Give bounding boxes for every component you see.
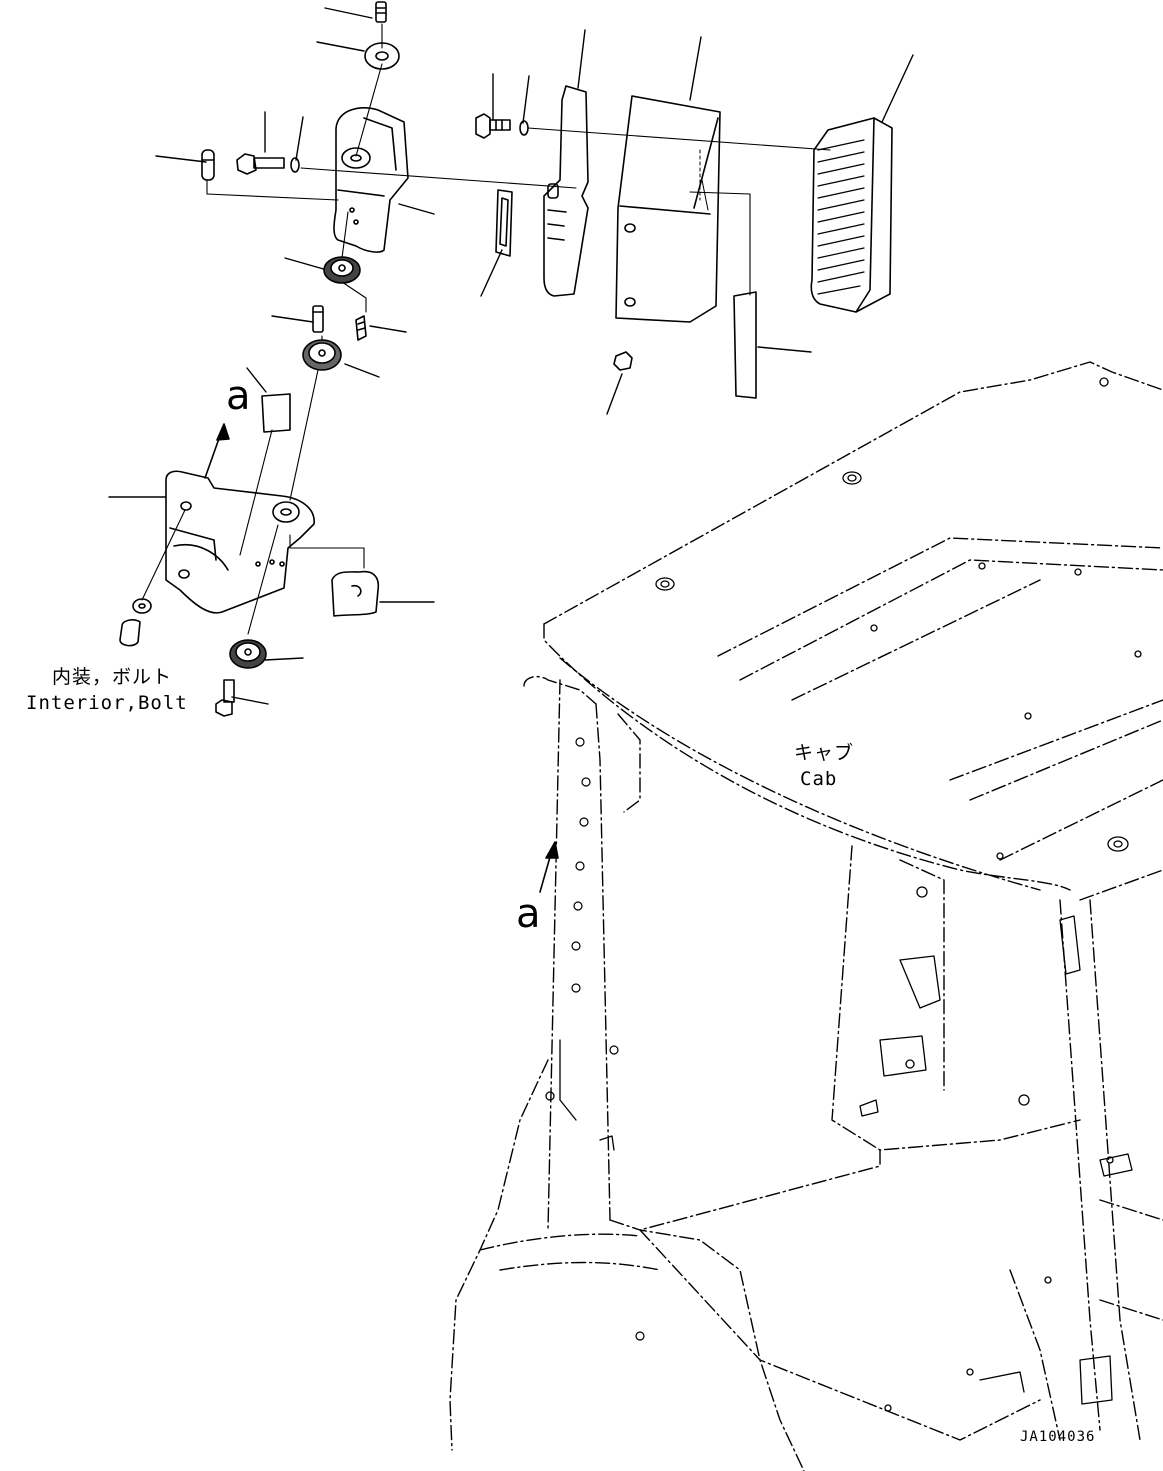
grommet-upper — [323, 256, 361, 284]
screw-upper — [312, 305, 324, 333]
bolt-lower — [215, 679, 235, 717]
label-pad — [261, 393, 291, 433]
work-lamp — [810, 117, 893, 313]
cab-hinge — [545, 886, 1133, 1412]
view-arrow-top — [204, 423, 230, 479]
view-arrow-bottom — [539, 841, 559, 893]
washer-top — [364, 42, 400, 70]
bolt-left — [236, 153, 285, 175]
lamp-cover-bracket — [333, 106, 409, 253]
rubber-strip — [733, 291, 757, 399]
interior-bolt-label-jp: 内装，ボルト — [52, 666, 173, 688]
cab-label-en: Cab — [800, 768, 838, 790]
drawing-code: JA104036 — [1020, 1429, 1096, 1445]
lamp-housing — [615, 95, 721, 323]
cab-roof — [543, 361, 1163, 901]
washer-left — [290, 157, 300, 173]
cab-label-jp: キャブ — [794, 742, 855, 764]
cab-frame-rear — [639, 845, 1163, 1441]
pin-left — [201, 149, 215, 181]
interior-bolt-label-en: Interior,Bolt — [26, 692, 188, 714]
lamp-bracket-plate — [543, 85, 589, 297]
cushion-pad — [331, 570, 380, 617]
cab-roof-holes — [655, 377, 1142, 860]
washer-lower — [132, 598, 152, 614]
nut-right — [613, 351, 633, 371]
grommet-middle — [302, 339, 342, 371]
screw-small — [355, 315, 367, 341]
bolt-right — [475, 113, 511, 139]
view-a-marker-top: a — [226, 373, 251, 419]
bolt-top — [375, 1, 387, 23]
cab-pillar-holes — [571, 737, 645, 1341]
washer-right — [519, 120, 529, 136]
grommet-lower — [229, 639, 267, 669]
cab-pillar-left — [449, 675, 805, 1471]
assembly-lines — [141, 23, 831, 635]
bolt-interior — [119, 619, 141, 647]
view-a-marker-bottom: a — [516, 891, 541, 937]
leader-lines — [108, 7, 914, 705]
mounting-plate — [165, 470, 315, 614]
gasket-strip — [495, 189, 513, 257]
